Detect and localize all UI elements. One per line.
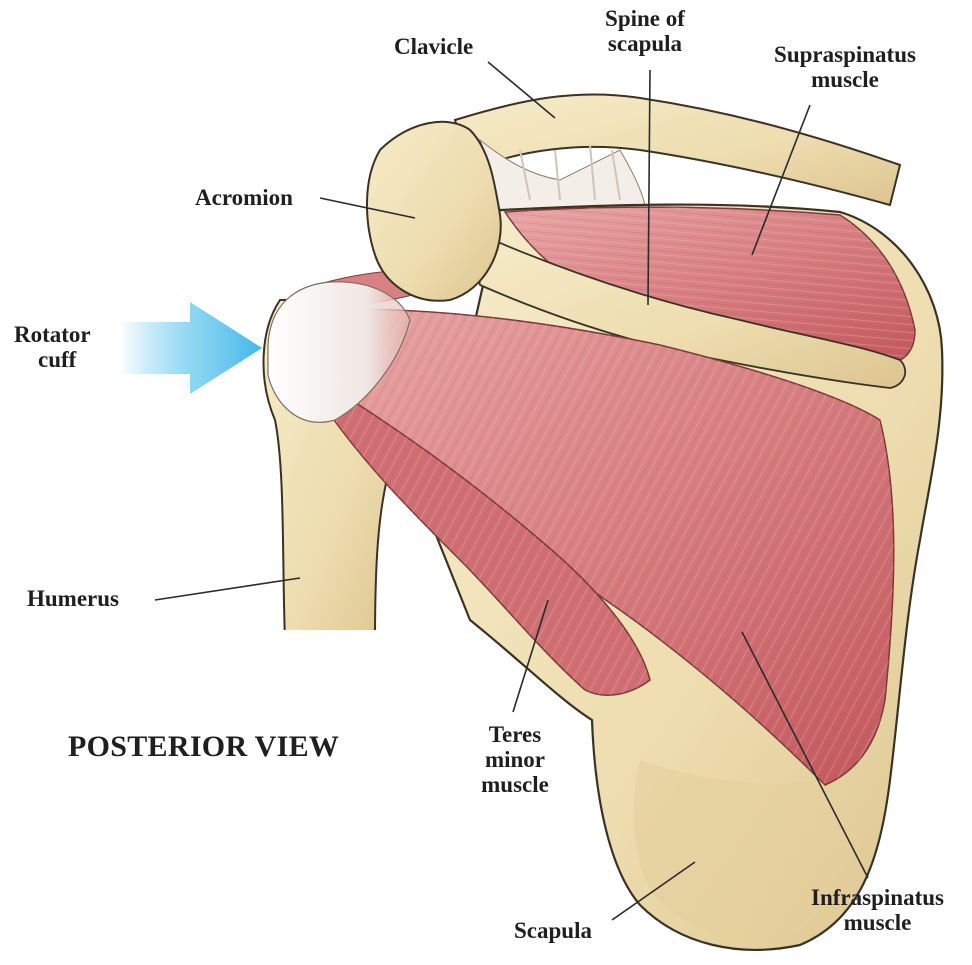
- label-teres-minor-muscle: Teres minor muscle: [460, 722, 570, 797]
- acromion-bone: [367, 122, 501, 301]
- label-scapula: Scapula: [514, 918, 592, 943]
- rotator-cuff-arrow: [118, 302, 262, 394]
- humerus-leader: [155, 578, 300, 600]
- label-clavicle: Clavicle: [394, 34, 473, 59]
- label-humerus: Humerus: [27, 586, 119, 611]
- label-infraspinatus-muscle: Infraspinatus muscle: [790, 885, 965, 935]
- label-acromion: Acromion: [195, 185, 293, 210]
- view-title: POSTERIOR VIEW: [68, 730, 339, 764]
- label-supraspinatus-muscle: Supraspinatus muscle: [755, 42, 935, 92]
- label-spine-of-scapula: Spine of scapula: [585, 6, 705, 56]
- label-rotator-cuff: Rotator cuff: [14, 322, 91, 372]
